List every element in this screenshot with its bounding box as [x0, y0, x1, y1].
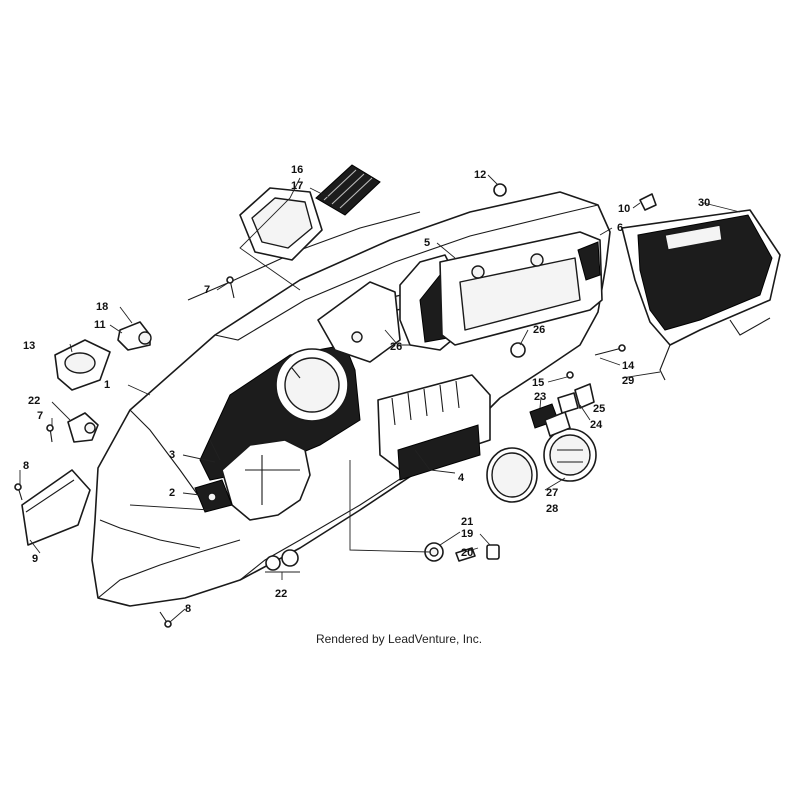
key-switch[interactable]	[455, 547, 476, 562]
leader-lines	[19, 174, 741, 623]
callout-15: 15	[532, 377, 544, 389]
top-vent-frame[interactable]	[239, 187, 323, 261]
screw-15	[566, 371, 574, 379]
callout-3: 3	[169, 449, 175, 461]
callout-10: 10	[618, 203, 630, 215]
screw-7-left	[46, 424, 54, 443]
steering-column-cover[interactable]	[221, 439, 311, 521]
callout-14: 14	[622, 360, 635, 372]
glovebox-door[interactable]	[621, 209, 781, 381]
screw-8-bottom	[159, 611, 172, 628]
screw-7-top	[226, 276, 235, 299]
gauge-display[interactable]	[543, 428, 597, 482]
callout-26-right: 26	[533, 324, 545, 336]
callout-26-center: 26	[390, 341, 402, 353]
knob-26-right[interactable]	[510, 342, 526, 358]
door-latch[interactable]	[639, 193, 657, 211]
callout-19: 19	[461, 528, 473, 540]
callout-1: 1	[104, 379, 110, 391]
callout-22-left: 22	[28, 395, 40, 407]
center-knob-12[interactable]	[493, 183, 507, 197]
callout-4: 4	[458, 472, 465, 484]
callout-23: 23	[534, 391, 546, 403]
glovebox-recess[interactable]	[439, 231, 603, 346]
callout-30: 30	[698, 197, 710, 209]
ignition-switch[interactable]	[67, 412, 99, 443]
callout-labels: 1 2 3 4 5 6 7 7 8 8 9 10 11 12 13 14 15 …	[23, 164, 710, 615]
callout-29: 29	[622, 375, 634, 387]
accessory-knob[interactable]	[424, 542, 444, 562]
callout-7-top: 7	[204, 284, 210, 296]
callout-6: 6	[617, 222, 623, 234]
switch-plate[interactable]	[194, 479, 233, 513]
bezel-ring[interactable]	[486, 447, 538, 503]
callout-7-left: 7	[37, 410, 43, 422]
floor-knobs[interactable]	[265, 549, 299, 571]
switch-cluster[interactable]	[529, 383, 595, 437]
callout-2: 2	[169, 487, 175, 499]
callout-24: 24	[590, 419, 603, 431]
callout-12: 12	[474, 169, 486, 181]
render-credit: Rendered by LeadVenture, Inc.	[316, 632, 482, 646]
screw-8-left	[14, 483, 23, 501]
callout-28: 28	[546, 503, 558, 515]
callout-5: 5	[424, 237, 430, 249]
callout-18: 18	[96, 301, 108, 313]
callout-27: 27	[546, 487, 558, 499]
left-side-panel[interactable]	[21, 469, 91, 546]
screw-14	[594, 344, 626, 356]
center-vent[interactable]	[317, 281, 401, 363]
callout-22-bottom: 22	[275, 588, 287, 600]
callout-8-bottom: 8	[185, 603, 191, 615]
gauge-panel[interactable]	[199, 344, 361, 481]
callout-17: 17	[291, 180, 303, 192]
callout-11: 11	[94, 319, 106, 331]
callout-25: 25	[593, 403, 605, 415]
callout-21: 21	[461, 516, 473, 528]
cup-holder-insert[interactable]	[54, 339, 111, 391]
top-vent-grille[interactable]	[315, 164, 381, 216]
callout-20: 20	[461, 547, 473, 559]
callout-9: 9	[32, 553, 38, 565]
callout-8-left: 8	[23, 460, 29, 472]
power-outlet[interactable]	[117, 321, 152, 351]
callout-16: 16	[291, 164, 303, 176]
callout-13: 13	[23, 340, 35, 352]
rocker-switch[interactable]	[486, 544, 500, 560]
